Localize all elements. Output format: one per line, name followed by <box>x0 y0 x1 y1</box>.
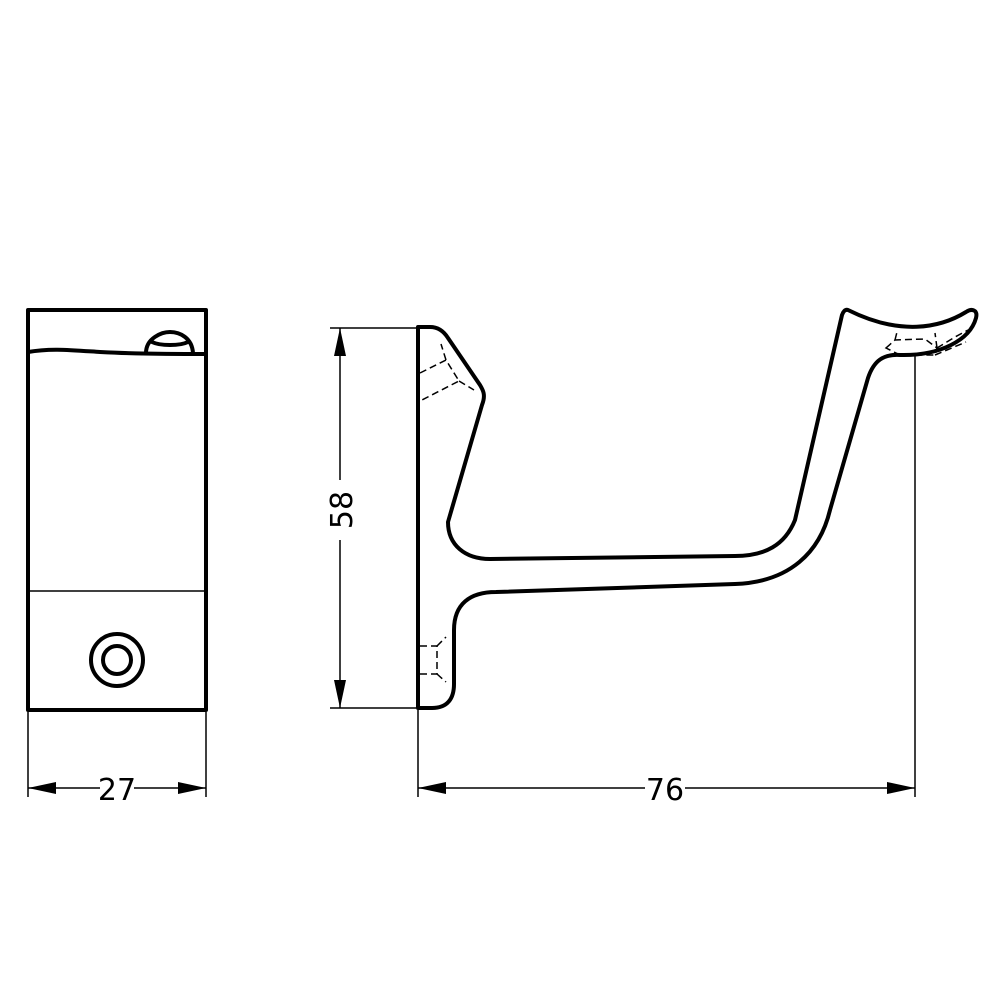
side-view: 58 76 <box>325 307 979 808</box>
screw-head-inner <box>150 340 190 347</box>
dimension-height-label: 58 <box>325 491 360 529</box>
dimension-width: 27 <box>27 712 207 808</box>
top-plate-line <box>26 347 208 356</box>
dimension-width-label: 27 <box>98 773 136 808</box>
hidden-line-upper <box>419 359 461 402</box>
dimension-height: 58 <box>325 327 416 709</box>
dimension-projection: 76 <box>417 356 916 808</box>
fixing-hole-outer-icon <box>89 632 145 688</box>
hidden-line-lower <box>420 645 438 675</box>
front-view: 27 <box>26 308 208 808</box>
bracket-profile <box>416 307 979 710</box>
fixing-hole-inner-icon <box>101 644 133 676</box>
front-view-outline <box>26 308 208 712</box>
dimension-projection-label: 76 <box>646 773 684 808</box>
